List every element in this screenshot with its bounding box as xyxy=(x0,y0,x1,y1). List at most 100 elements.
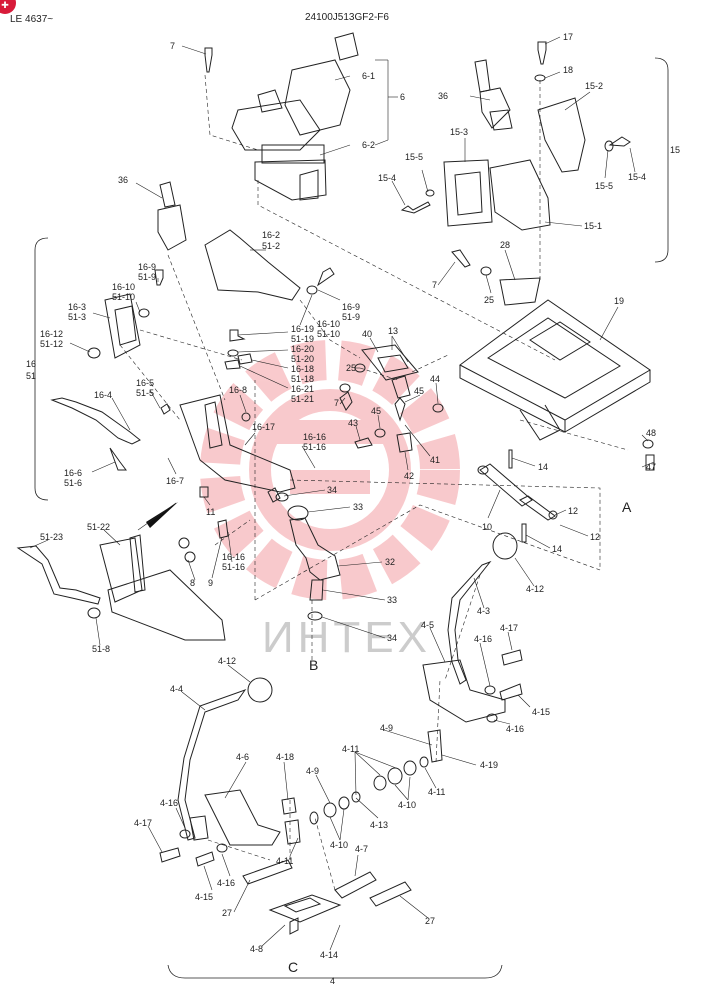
part-label: 51-21 xyxy=(291,394,314,404)
part-label: 45 xyxy=(414,386,424,396)
gas-spring-10 xyxy=(477,463,558,521)
part-label: 48 xyxy=(646,428,656,438)
part-label: 4-12 xyxy=(526,584,544,594)
part-label: 34 xyxy=(387,633,397,643)
part-label: 6-2 xyxy=(362,140,375,150)
part-label: 15-4 xyxy=(378,173,396,183)
view-a: A xyxy=(622,499,632,515)
bolts-and-washers xyxy=(87,41,655,619)
part-label: 16-21 xyxy=(291,384,314,394)
part-label: 8 xyxy=(190,578,195,588)
part-label: 16-16 xyxy=(222,552,245,562)
drawing-code: 24100J513GF2-F6 xyxy=(305,12,389,23)
part-label: 51-16 xyxy=(303,442,326,452)
part-label: 16 xyxy=(26,359,36,369)
part-label: 16-2 xyxy=(262,230,280,240)
pedal-assembly-right xyxy=(422,532,523,763)
part-label: 15-5 xyxy=(405,152,423,162)
part-number-labels: 7 6 6-1 6-2 36 36 17 18 15-2 15 15-3 15-… xyxy=(26,32,680,986)
part-label: 4-11 xyxy=(342,744,359,754)
part-label: 16-12 xyxy=(40,329,63,339)
part-label: 45 xyxy=(371,406,381,416)
part-label: 4-11 xyxy=(276,856,293,866)
part-label: 28 xyxy=(500,240,510,250)
part-label: 4-16 xyxy=(217,878,235,888)
part-label: 16-10 xyxy=(112,282,135,292)
part-label: 7 xyxy=(334,398,339,408)
pedal-shaft-bushings xyxy=(309,756,429,899)
watermark-gear-icon xyxy=(200,340,460,600)
part-label: 4-11 xyxy=(428,787,445,797)
part-label: 14 xyxy=(538,462,548,472)
part-label: 51-5 xyxy=(136,388,154,398)
part-label: 4-7 xyxy=(355,844,368,854)
part-label: 4-5 xyxy=(421,620,434,630)
part-label: 7 xyxy=(170,41,175,51)
view-a-arrow-icon xyxy=(146,502,178,528)
part-label: 4-18 xyxy=(276,752,294,762)
view-c: C xyxy=(288,959,298,975)
part-label: 16-17 xyxy=(252,422,275,432)
part-label: 43 xyxy=(348,418,358,428)
part-label: 6 xyxy=(400,92,405,102)
bracket-group-16 xyxy=(34,237,49,501)
part-label: 19 xyxy=(614,296,624,306)
part-label: 16-20 xyxy=(291,344,314,354)
part-label: 4-10 xyxy=(398,800,416,810)
part-label: 16-3 xyxy=(68,302,86,312)
part-label: 13 xyxy=(388,326,398,336)
part-label: 4-17 xyxy=(134,818,152,828)
part-label: 51 xyxy=(26,371,36,381)
corner-badge-icon: ✚ xyxy=(0,0,16,14)
part-label: 34 xyxy=(327,485,337,495)
part-label: 15-3 xyxy=(450,127,468,137)
part-label: 51-3 xyxy=(68,312,86,322)
part-label: 4-9 xyxy=(380,723,393,733)
part-label: 4-14 xyxy=(320,950,338,960)
seat-frame-19 xyxy=(459,299,651,441)
part-label: 16-7 xyxy=(166,476,184,486)
part-label: 15-5 xyxy=(595,181,613,191)
part-label: 10 xyxy=(482,522,492,532)
part-label: 4-19 xyxy=(480,760,498,770)
part-label: 15-2 xyxy=(585,81,603,91)
part-label: 33 xyxy=(387,595,397,605)
part-label: 51-2 xyxy=(262,241,280,251)
part-label: 16-9 xyxy=(342,302,360,312)
part-label: 4-17 xyxy=(500,623,518,633)
part-label: 16-9 xyxy=(138,262,156,272)
pedal-assembly-left xyxy=(159,677,301,867)
part-label: 4-15 xyxy=(195,892,213,902)
part-label: 51-22 xyxy=(87,522,110,532)
part-label: 51-9 xyxy=(342,312,360,322)
part-label: 4-9 xyxy=(306,766,319,776)
part-label: 14 xyxy=(552,544,562,554)
part-label: 4-16 xyxy=(506,724,524,734)
part-label: 25 xyxy=(484,295,494,305)
part-label: 15-4 xyxy=(628,172,646,182)
part-label: 36 xyxy=(118,175,128,185)
left-console-assembly xyxy=(16,181,301,641)
pedal-base-plates xyxy=(242,859,412,935)
part-label: 4-16 xyxy=(474,634,492,644)
part-label: 16-18 xyxy=(291,364,314,374)
part-label: 12 xyxy=(568,506,578,516)
part-label: 16-5 xyxy=(136,378,154,388)
model-range: LE 4637~ xyxy=(10,14,53,25)
part-label: 42 xyxy=(404,471,414,481)
part-label: 27 xyxy=(222,908,232,918)
part-label: 6-1 xyxy=(362,71,375,81)
part-label: 25 xyxy=(346,363,356,373)
part-label: 4-15 xyxy=(532,707,550,717)
seat-assembly xyxy=(231,32,359,201)
part-label: 32 xyxy=(385,557,395,567)
part-label: 41 xyxy=(430,455,440,465)
part-label: 16-10 xyxy=(317,319,340,329)
assembly-lines xyxy=(119,74,629,891)
part-label: 51-20 xyxy=(291,354,314,364)
part-label: 51-9 xyxy=(138,272,156,282)
part-label: 11 xyxy=(206,507,215,517)
watermark-text: ИНТЕХ xyxy=(262,613,431,662)
part-label: 16-19 xyxy=(291,324,314,334)
